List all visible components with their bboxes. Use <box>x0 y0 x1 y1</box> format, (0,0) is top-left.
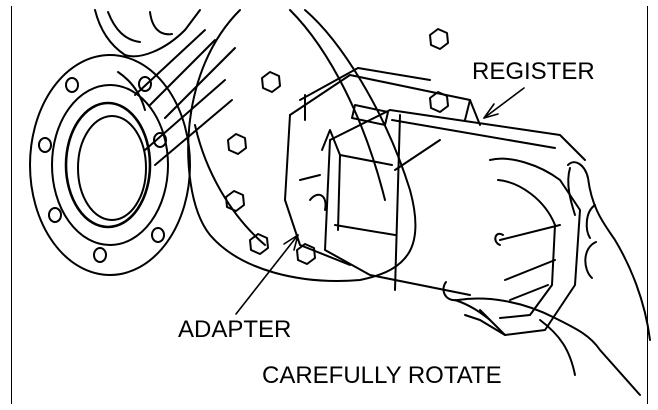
adapter-block <box>284 67 471 266</box>
flange-bolts <box>225 28 449 265</box>
register-housing <box>324 99 586 336</box>
register-leader <box>483 87 525 119</box>
meter-body <box>94 9 417 282</box>
register-arrowhead <box>483 103 499 119</box>
carefully-rotate-label: CAREFULLY ROTATE <box>262 362 502 389</box>
hand <box>442 161 651 396</box>
diagram-frame <box>11 6 648 404</box>
register-label: REGISTER <box>472 58 595 85</box>
leader-lines <box>235 87 525 315</box>
adapter-label: ADAPTER <box>178 316 292 343</box>
adapter-leader <box>235 234 299 315</box>
adapter-arrowhead <box>283 234 299 251</box>
pipe-flange <box>29 54 191 276</box>
